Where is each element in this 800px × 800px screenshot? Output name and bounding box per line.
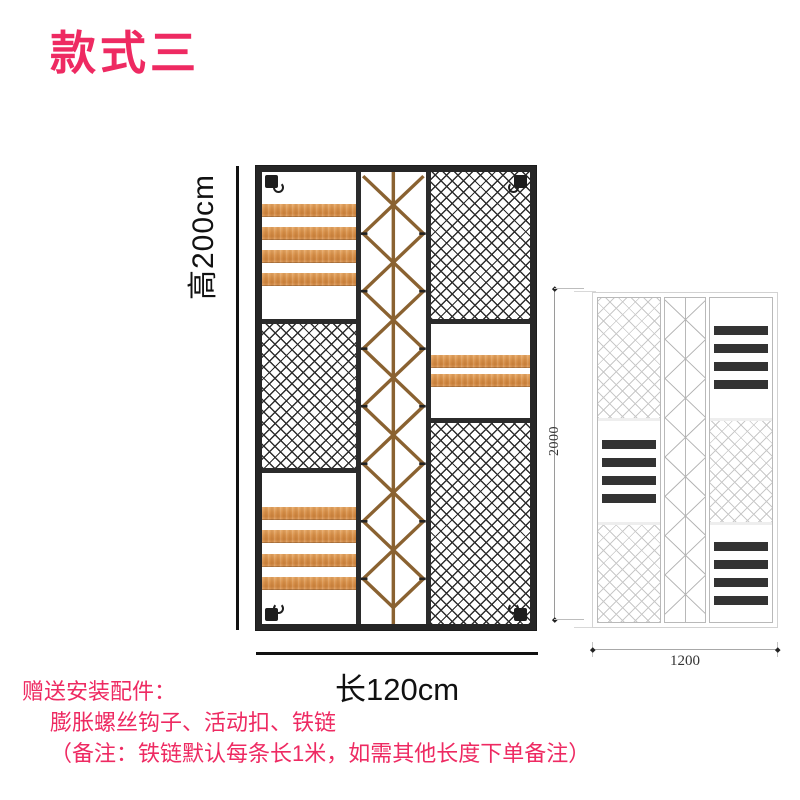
width-mm-label: 1200: [670, 653, 700, 669]
schematic-center-column: [663, 297, 707, 623]
render-left-column: [262, 172, 362, 624]
wood-slat: [262, 507, 357, 521]
schematic-cell-wood-bottom-right: [710, 521, 773, 622]
wood-slat: [262, 577, 357, 591]
schematic-left-column: [597, 297, 661, 623]
notes-line-2: 膨胀螺丝钩子、活动扣、铁链: [50, 710, 337, 736]
wood-slat: [262, 250, 357, 264]
schematic-extension-line-bottom: [574, 627, 596, 628]
technical-schematic: [592, 292, 778, 628]
dimension-arrow-right: [774, 646, 781, 653]
schematic-cell-mesh-top-left: [598, 298, 660, 418]
render-cell-wood-bottom-left: [262, 468, 357, 624]
accessories-notes: 赠送安装配件： 膨胀螺丝钩子、活动扣、铁链 （备注：铁链默认每条长1米，如需其他…: [22, 676, 682, 770]
schematic-slat: [602, 475, 656, 485]
wood-slat: [262, 553, 357, 567]
schematic-slat: [714, 541, 769, 551]
schematic-slat: [602, 439, 656, 449]
schematic-slat: [602, 493, 656, 503]
schematic-extension-line-top: [574, 291, 596, 292]
dimension-line: [592, 649, 778, 650]
schematic-right-column: [709, 297, 774, 623]
height-mm-label: 2000: [547, 426, 562, 456]
extension-line-bottom: [554, 619, 584, 620]
render-cell-mesh-bottom-right: [430, 418, 530, 624]
wood-slat: [262, 204, 357, 218]
screen-product-render: [256, 166, 536, 630]
schematic-slat: [602, 457, 656, 467]
schematic-cell-mesh-bottom-left: [598, 521, 660, 622]
schematic-slat: [714, 326, 769, 336]
render-right-column: [430, 172, 530, 624]
schematic-slat: [714, 577, 769, 587]
schematic-slat: [714, 559, 769, 569]
dimension-line: [554, 288, 555, 620]
height-mm-dimension: 2000: [545, 288, 584, 620]
schematic-cell-wood-top-right: [710, 298, 773, 418]
page-title: 款式三: [50, 27, 200, 79]
schematic-slat: [714, 380, 769, 390]
schematic-slat: [714, 344, 769, 354]
render-cell-wood-middle-right: [430, 318, 530, 419]
schematic-cell-lattice-center: [664, 298, 706, 622]
length-dimension-label: 长120cm: [334, 672, 460, 707]
schematic-cell-wood-middle-left: [598, 417, 660, 522]
wood-slat: [262, 273, 357, 287]
notes-line-3: （备注：铁链默认每条长1米，如需其他长度下单备注）: [50, 741, 591, 767]
wood-slat: [430, 355, 530, 369]
render-cell-mesh-middle-left: [262, 318, 357, 469]
render-cell-mesh-top-right: [430, 172, 530, 319]
hook-icon-top-right: [508, 175, 527, 193]
render-center-column: [361, 172, 431, 624]
schematic-cell-mesh-middle-right: [710, 417, 773, 522]
dimension-arrow-left: [589, 646, 596, 653]
wood-slat: [262, 530, 357, 544]
extension-line-top: [554, 288, 584, 289]
wood-slat: [430, 374, 530, 388]
hook-icon-bottom-left: [265, 603, 284, 621]
length-dimension-line: [256, 652, 538, 655]
height-dimension-line: [236, 166, 239, 630]
render-cell-lattice-center: [361, 172, 426, 624]
wood-slat: [262, 227, 357, 241]
schematic-slat: [714, 362, 769, 372]
height-dimension-label: 高200cm: [187, 173, 220, 300]
hook-icon-top-left: [265, 175, 284, 193]
width-mm-dimension: 1200: [592, 640, 778, 674]
render-cell-wood-top-left: [262, 172, 357, 319]
schematic-slat: [714, 595, 769, 605]
notes-line-1: 赠送安装配件：: [22, 679, 177, 704]
hook-icon-bottom-right: [508, 603, 527, 621]
